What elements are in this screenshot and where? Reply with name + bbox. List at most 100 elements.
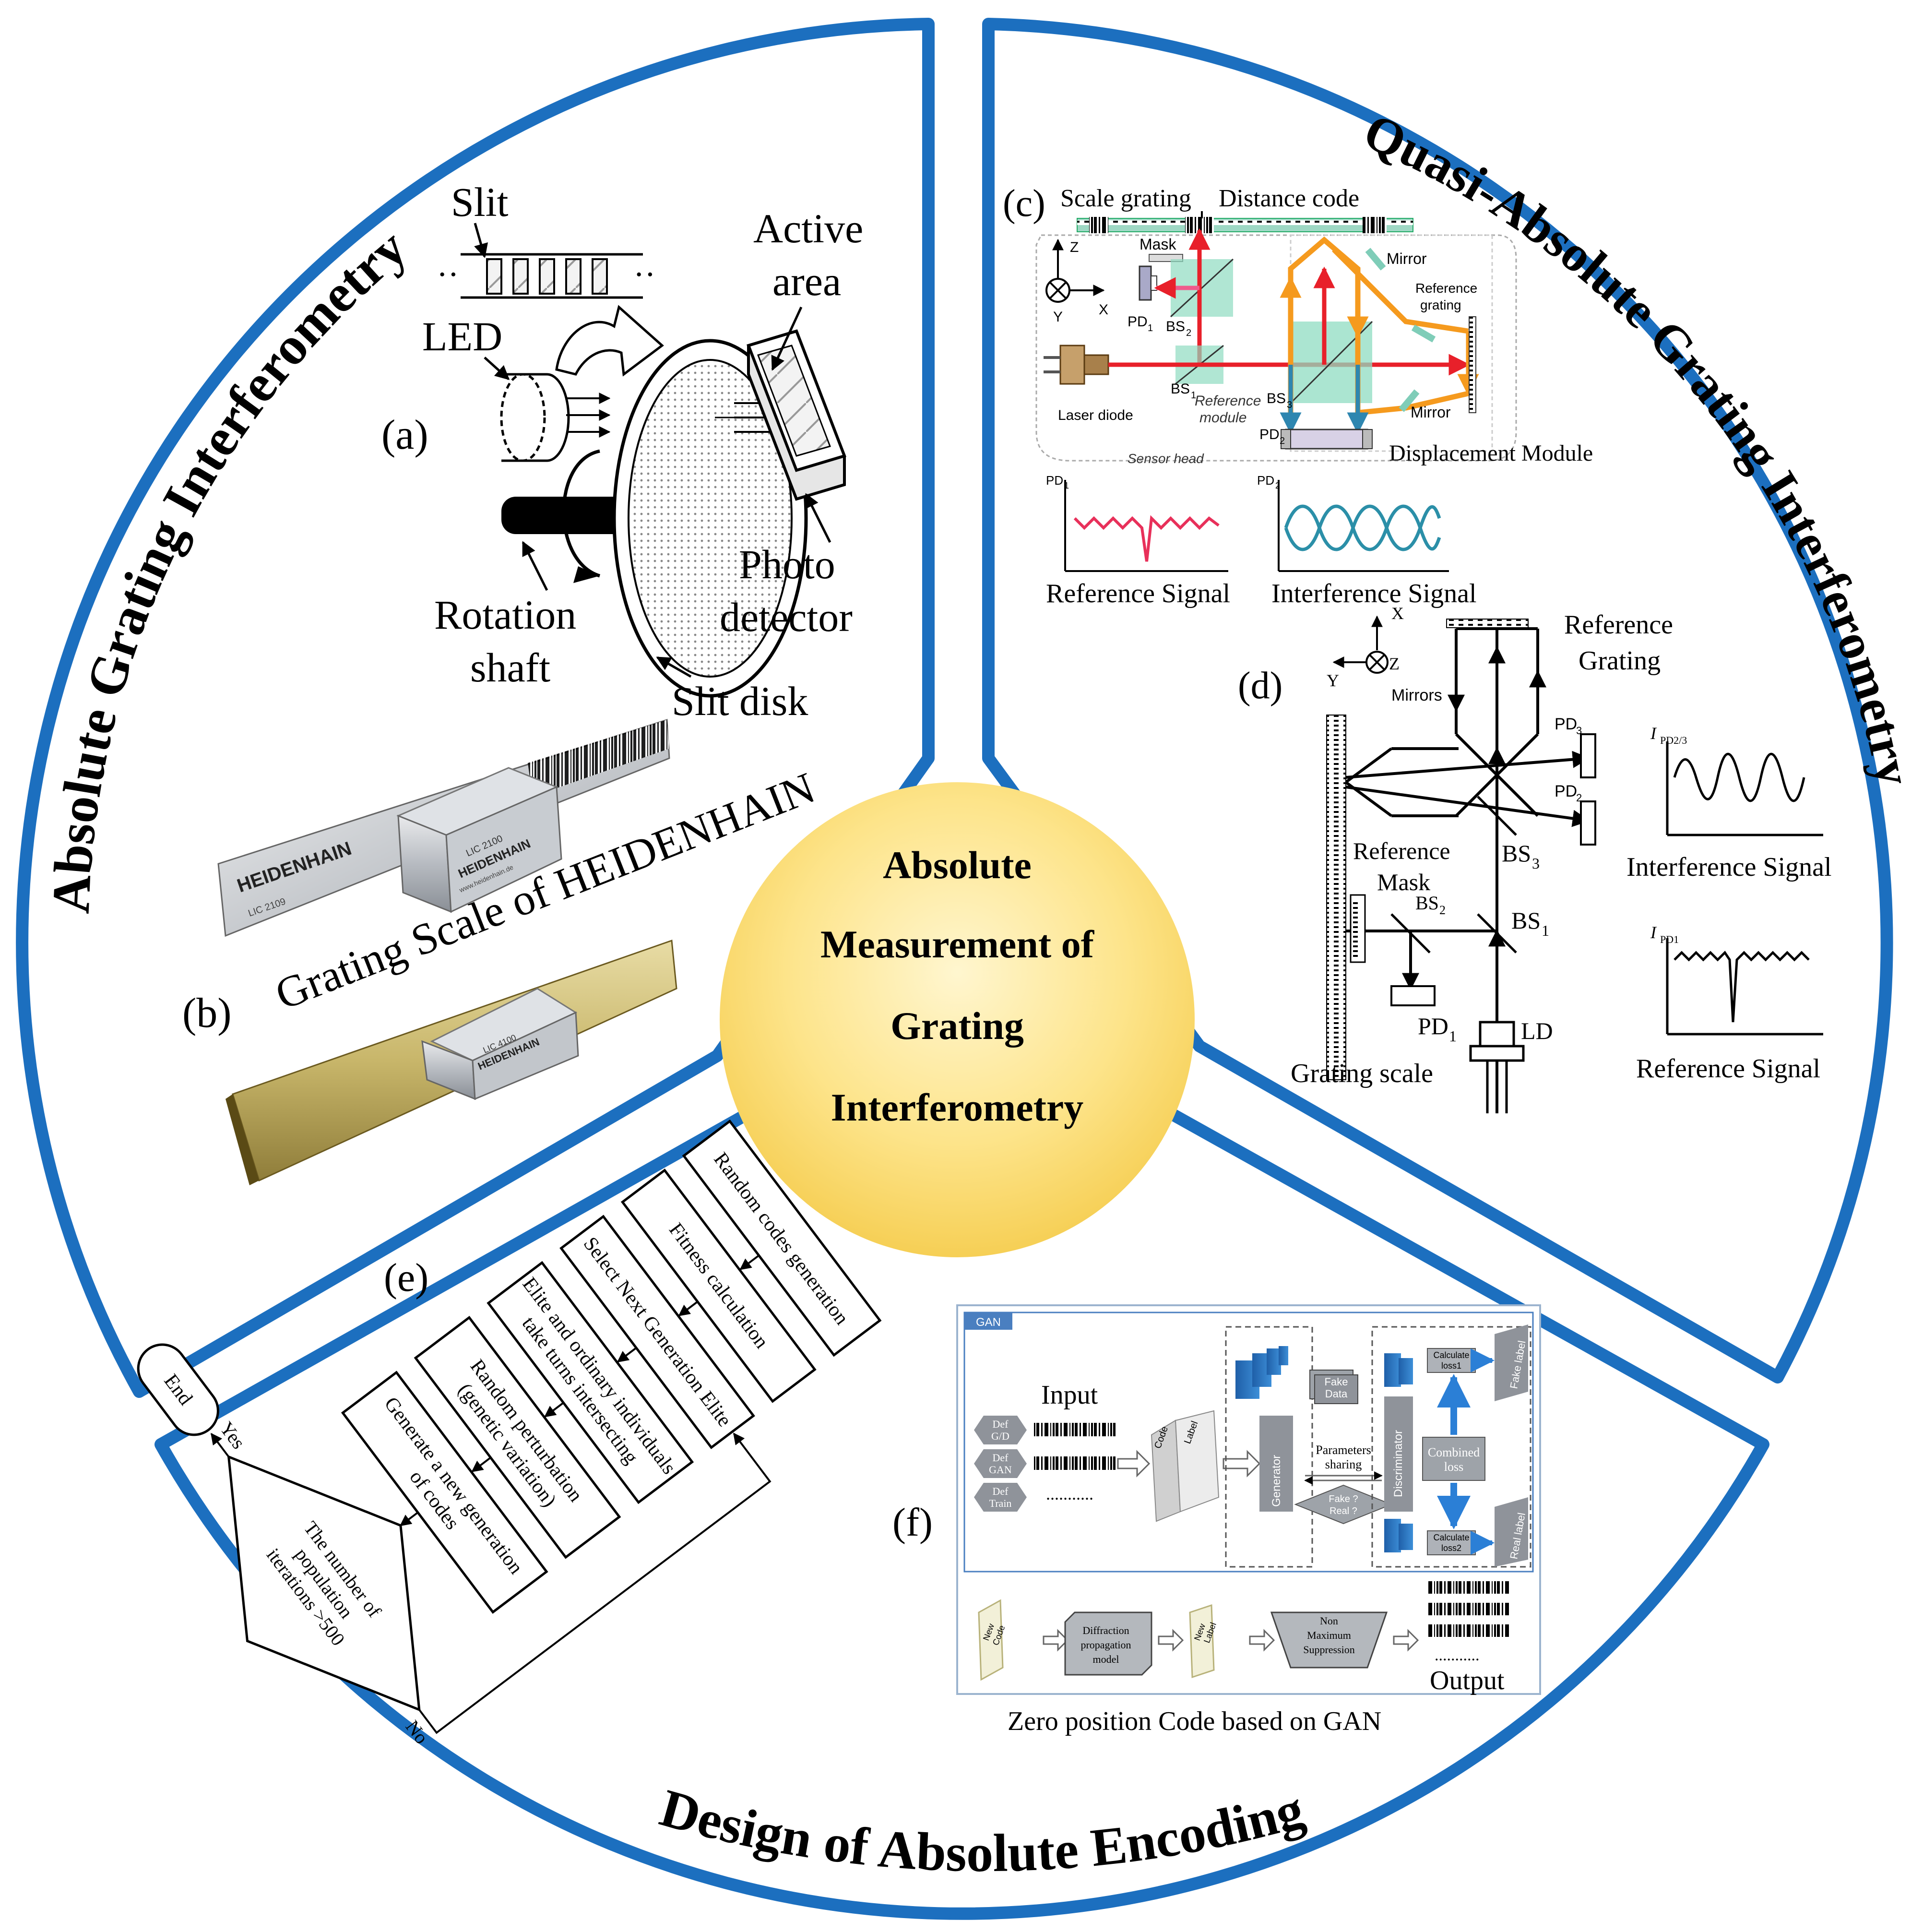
label-slit: Slit	[451, 179, 509, 225]
svg-text:I: I	[1650, 724, 1657, 743]
label-led: LED	[422, 313, 502, 359]
svg-text:Mirrors: Mirrors	[1391, 686, 1442, 704]
svg-text:··: ··	[437, 256, 459, 293]
svg-text:Calculate: Calculate	[1433, 1350, 1469, 1360]
svg-text:Calculate: Calculate	[1433, 1533, 1469, 1542]
svg-text:Def: Def	[993, 1485, 1009, 1497]
plot-c-reference: PD 1 Reference Signal	[1046, 473, 1230, 608]
panel-e-label: (e)	[384, 1255, 428, 1300]
svg-text:sharing: sharing	[1325, 1457, 1362, 1471]
svg-text:LD: LD	[1521, 1017, 1553, 1044]
ld-icon	[1469, 1021, 1525, 1113]
svg-text:Maximum: Maximum	[1307, 1629, 1351, 1641]
label-c-interference-signal: Interference Signal	[1271, 579, 1477, 608]
svg-text:2: 2	[1439, 903, 1446, 917]
panel-d-label: (d)	[1238, 665, 1282, 707]
svg-text:module: module	[1199, 410, 1246, 426]
svg-text:Interference Signal: Interference Signal	[1626, 852, 1832, 882]
led-icon	[500, 373, 611, 462]
flow-decision: The number of population iterations >500	[227, 1455, 421, 1712]
svg-text:Fake: Fake	[1325, 1376, 1348, 1388]
panel-b: (b) HEIDENHAIN LIC 2100 www.heidenhain.d…	[182, 718, 821, 1185]
svg-text:BS: BS	[1171, 381, 1190, 397]
svg-text:1: 1	[1449, 1027, 1457, 1045]
svg-text:BS: BS	[1415, 892, 1439, 914]
center-title-line2: Measurement of	[820, 922, 1095, 966]
svg-text:Reference Signal: Reference Signal	[1636, 1054, 1820, 1084]
svg-text:loss2: loss2	[1441, 1543, 1461, 1553]
svg-text:2: 2	[1576, 792, 1582, 804]
flow-end: End	[137, 1343, 219, 1436]
svg-text:Reference: Reference	[1195, 393, 1261, 409]
center-title-line4: Interferometry	[831, 1085, 1084, 1129]
beams-d	[1345, 627, 1590, 1113]
panel-a-label: (a)	[381, 412, 428, 458]
svg-text:Z: Z	[1389, 654, 1400, 673]
svg-text:Discriminator: Discriminator	[1392, 1430, 1405, 1497]
panel-e: (e) Random codes generation Fitness calc…	[137, 1119, 882, 1748]
svg-text:G/D: G/D	[991, 1430, 1009, 1442]
svg-text:GAN: GAN	[989, 1464, 1012, 1476]
label-detector: detector	[720, 594, 853, 640]
panel-b-label: (b)	[182, 990, 232, 1037]
svg-text:grating: grating	[1420, 298, 1461, 312]
center-circle	[720, 782, 1195, 1257]
panel-f: (f) GAN Input Def G/D Def GAN Def Train …	[892, 1304, 1541, 1736]
svg-text:Mask: Mask	[1377, 869, 1430, 895]
svg-text:··: ··	[633, 256, 656, 293]
svg-text:model: model	[1093, 1653, 1119, 1665]
svg-text:Mask: Mask	[1140, 236, 1176, 253]
laser-diode-icon	[1044, 345, 1109, 385]
svg-text:loss: loss	[1444, 1460, 1463, 1474]
svg-text:1: 1	[1148, 323, 1153, 334]
svg-text:Grating scale: Grating scale	[1291, 1059, 1433, 1088]
center-title-line1: Absolute	[883, 843, 1032, 887]
svg-text:Data: Data	[1325, 1388, 1348, 1400]
svg-text:Real ?: Real ?	[1329, 1506, 1357, 1516]
caption-gan: Zero position Code based on GAN	[1008, 1706, 1381, 1736]
svg-text:Reference: Reference	[1353, 837, 1450, 864]
label-scale-grating: Scale grating	[1060, 185, 1191, 212]
label-rotation: Rotation	[434, 592, 576, 638]
svg-text:PD: PD	[1046, 473, 1063, 488]
plot-c-interference: PD 2 Interference Signal	[1257, 473, 1477, 608]
label-c-reference-signal: Reference Signal	[1046, 579, 1230, 608]
svg-text:I: I	[1650, 923, 1657, 942]
svg-text:PD1: PD1	[1660, 933, 1679, 945]
plot-d-reference: I PD1 Reference Signal	[1636, 923, 1823, 1084]
flow-arrows	[210, 1254, 772, 1734]
photo-lic4100: HEIDENHAIN LIC 4100	[226, 939, 677, 1185]
svg-text:Combined: Combined	[1428, 1445, 1480, 1459]
svg-text:Def: Def	[993, 1452, 1009, 1464]
svg-text:Sensor head: Sensor head	[1128, 451, 1204, 466]
svg-text:PD: PD	[1555, 715, 1577, 733]
svg-text:BS: BS	[1502, 840, 1531, 867]
label-slit-disk: Slit disk	[672, 678, 808, 724]
svg-text:Fake ?: Fake ?	[1329, 1494, 1358, 1504]
svg-text:2: 2	[1280, 436, 1285, 446]
svg-text:1: 1	[1064, 481, 1069, 490]
def-hexes: Def G/D Def GAN Def Train	[974, 1416, 1027, 1512]
panel-d: (d) X Y Z Reference Grating Grating scal…	[1238, 604, 1832, 1113]
axes-c: Z X Y	[1045, 239, 1108, 325]
svg-text:GAN: GAN	[976, 1316, 1001, 1329]
svg-text:Non: Non	[1320, 1615, 1338, 1627]
svg-text:X: X	[1099, 302, 1108, 318]
svg-text:Z: Z	[1070, 239, 1079, 255]
svg-text:3: 3	[1532, 855, 1540, 872]
svg-text:Reference: Reference	[1564, 610, 1673, 640]
svg-text:Reference: Reference	[1415, 281, 1477, 296]
center-title-line3: Grating	[890, 1004, 1024, 1048]
generator-blocks	[1235, 1346, 1288, 1399]
label-active-area-1: Active	[753, 205, 863, 251]
label-distance-code: Distance code	[1219, 185, 1359, 212]
scale-grating-bar	[1077, 217, 1413, 233]
svg-text:Grating: Grating	[1579, 646, 1661, 676]
svg-text:PD: PD	[1257, 473, 1274, 488]
slit-disk-icon	[612, 339, 808, 698]
svg-text:PD: PD	[1555, 782, 1577, 800]
svg-text:1: 1	[1191, 390, 1196, 401]
label-output: Output	[1430, 1666, 1505, 1695]
center-hub: Absolute Measurement of Grating Interfer…	[720, 782, 1195, 1257]
